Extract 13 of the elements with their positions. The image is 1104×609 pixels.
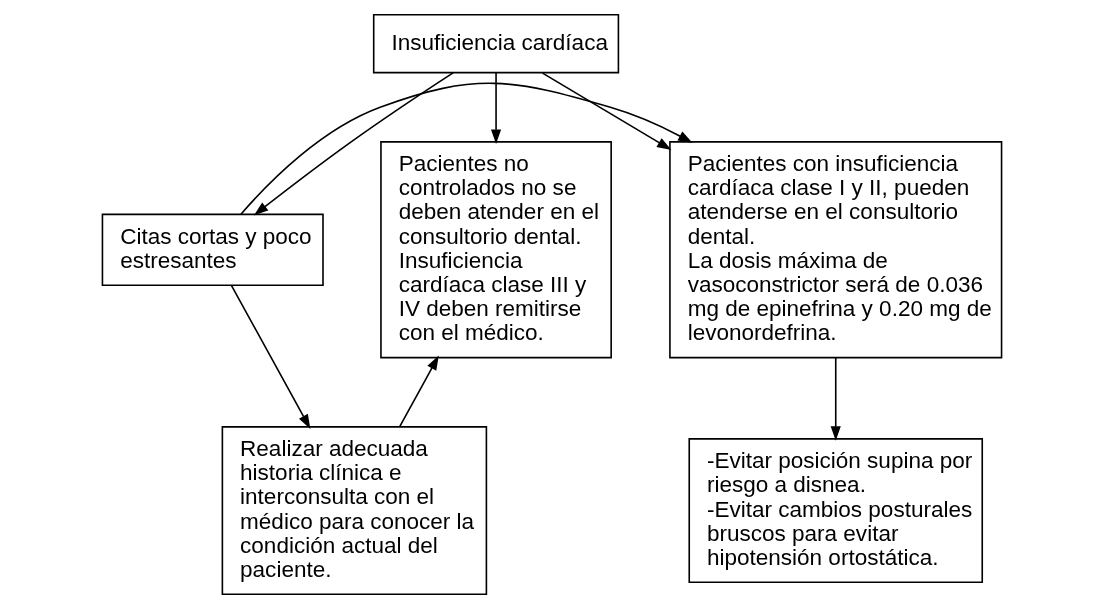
arrow (541, 72, 672, 151)
arrow (490, 72, 502, 144)
node-box: Realizar adecuada historia clínica e interconsulta con el médico para conocer la condición actual del paciente. (221, 426, 488, 596)
arrow (230, 284, 311, 429)
arrow (240, 82, 693, 216)
node-box: Pacientes no controlados no se deben atender en el consultorio dental. Insuficiencia cardíaca clase III y IV deben remitirse con el médico. (380, 141, 612, 359)
node-box: Insuficiencia cardíaca (372, 13, 620, 74)
node-box: -Evitar posición supina por riesgo a disnea. -Evitar cambios posturales bruscos para evitar hipotensión ortostática. (688, 438, 984, 583)
node-box: Pacientes con insuficiencia cardíaca clase I y II, pueden atenderse en el consultorio dental. La dosis máxima de vasoconstrictor será de 0.036 mg de epinefrina y 0.20 mg de levonordefrina. (669, 141, 1003, 359)
arrow (398, 355, 439, 428)
arrow (830, 356, 841, 441)
node-box: Citas cortas y poco estresantes (101, 213, 324, 286)
arrow (253, 72, 454, 216)
